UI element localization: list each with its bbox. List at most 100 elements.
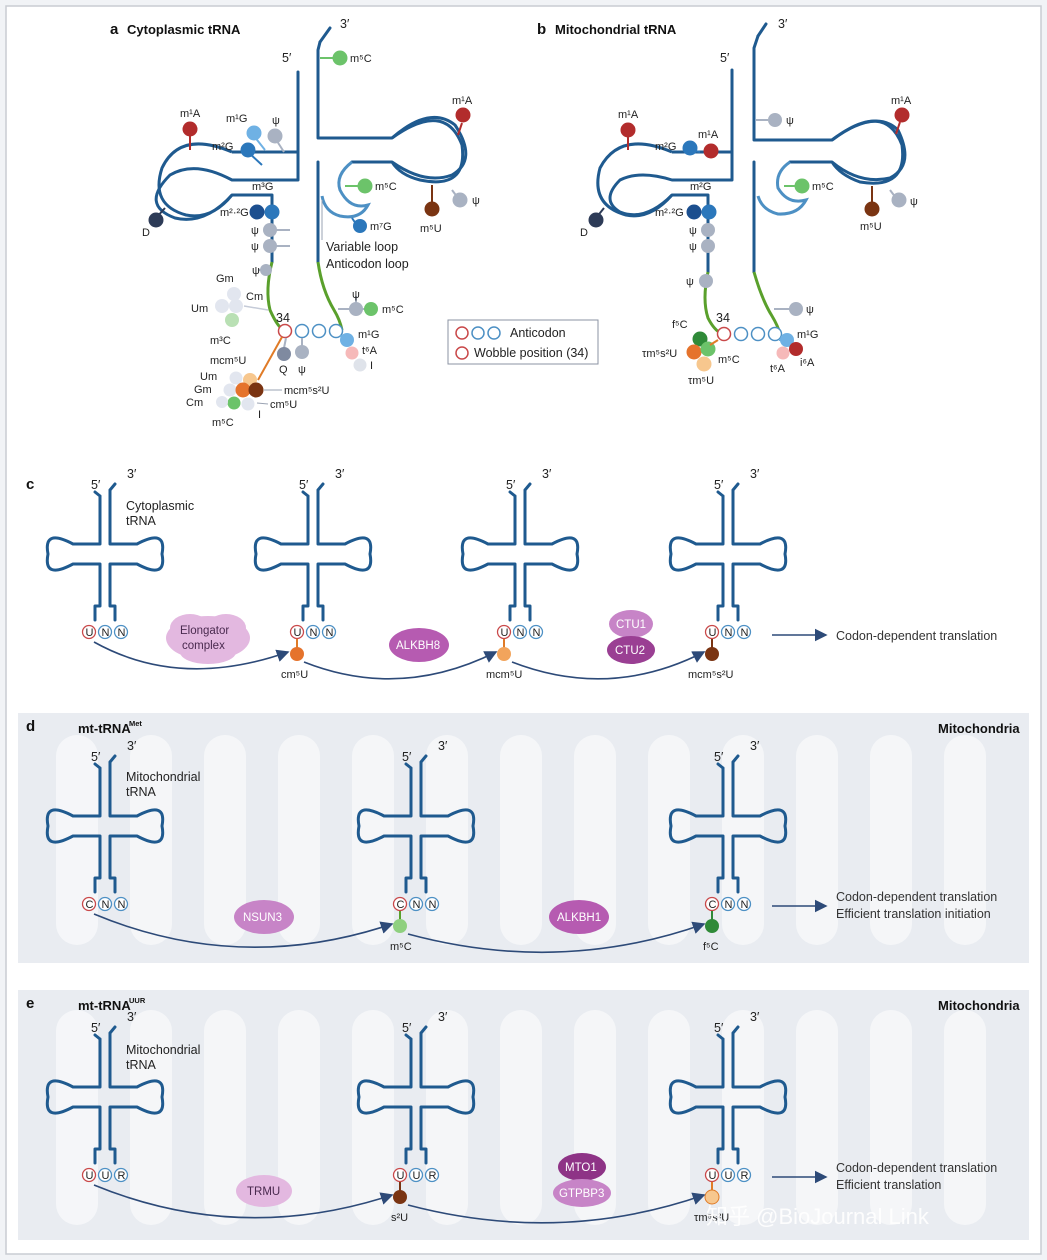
mod-b-psi-right: [789, 302, 803, 316]
svg-text:3′: 3′: [335, 467, 345, 481]
anticodon-loop-label: Anticodon loop: [326, 257, 409, 271]
panel-a-variable-loop: [320, 160, 371, 219]
mod-b-m2G-stem: [701, 204, 717, 220]
svg-text:m¹A: m¹A: [891, 95, 912, 107]
alkbh8-enzyme: ALKBH8: [389, 628, 449, 662]
svg-text:3′: 3′: [127, 1010, 137, 1024]
svg-text:ψ: ψ: [806, 304, 814, 316]
svg-text:m⁵C: m⁵C: [718, 354, 740, 366]
cristae-background-d: [56, 735, 986, 945]
svg-text:mcm⁵s²U: mcm⁵s²U: [688, 669, 734, 681]
svg-text:f⁵C: f⁵C: [672, 319, 688, 331]
mod-b-t6A: [776, 346, 790, 360]
mod-m3G: [264, 204, 280, 220]
mod-m1A-dloop: [182, 121, 198, 137]
svg-text:m⁵U: m⁵U: [860, 221, 882, 233]
svg-text:N: N: [725, 899, 733, 911]
trna-d-1: 5′ 3′: [45, 739, 165, 894]
svg-text:cm⁵U: cm⁵U: [270, 399, 297, 411]
svg-text:mcm⁵U: mcm⁵U: [210, 355, 246, 367]
panel-a-letter: a: [110, 21, 119, 38]
arrow-d-2: [407, 921, 706, 954]
svg-text:3′: 3′: [750, 467, 760, 481]
svg-text:Elongator: Elongator: [180, 625, 229, 637]
svg-text:U: U: [725, 1170, 733, 1182]
svg-text:C: C: [86, 899, 94, 911]
mod-b-m1A-tloop: [894, 107, 910, 123]
svg-text:m¹A: m¹A: [698, 129, 719, 141]
trna-d-2: 5′ 3′: [356, 739, 476, 894]
panel-e-letter: e: [26, 995, 34, 1012]
svg-text:ψ: ψ: [251, 225, 259, 237]
svg-text:N: N: [533, 627, 541, 639]
svg-text:N: N: [413, 899, 421, 911]
mod-Gm-faded: [227, 287, 241, 301]
svg-text:3′: 3′: [542, 467, 552, 481]
svg-text:m³C: m³C: [210, 335, 231, 347]
svg-text:m⁵C: m⁵C: [350, 53, 372, 65]
panel-b-letter: b: [537, 21, 546, 38]
svg-text:N: N: [102, 899, 110, 911]
cristae-background-e: [56, 1010, 986, 1225]
legend: Anticodon Wobble position (34): [447, 319, 599, 365]
svg-text:ψ: ψ: [252, 265, 260, 277]
mod-Q: [277, 347, 291, 361]
svg-text:ψ: ψ: [472, 195, 480, 207]
svg-text:Um: Um: [200, 371, 217, 383]
svg-text:tRNA: tRNA: [126, 514, 157, 528]
mod-b-m1A-dloop: [620, 122, 636, 138]
mod-b-psi2: [701, 239, 715, 253]
panel-b-anticodon-circle: [750, 326, 766, 342]
mod-b-f5C: [692, 331, 708, 347]
svg-text:τm⁵s²U: τm⁵s²U: [642, 348, 677, 360]
svg-text:N: N: [741, 899, 749, 911]
svg-text:ψ: ψ: [910, 196, 918, 208]
svg-text:Gm: Gm: [216, 273, 234, 285]
svg-text:m⁵U: m⁵U: [420, 223, 442, 235]
mod-psi-ac: [260, 264, 272, 276]
codon-c: U N N U N N cm⁵U U N N mcm⁵U U: [81, 624, 752, 681]
svg-text:m⁵C: m⁵C: [812, 181, 834, 193]
svg-text:ψ: ψ: [352, 289, 360, 301]
trna-c-4: 5′ 3′: [668, 467, 788, 622]
svg-text:5′: 5′: [714, 1021, 724, 1035]
svg-text:m⁷G: m⁷G: [370, 221, 392, 233]
legend-wobble: Wobble position (34): [474, 346, 588, 360]
panel-b-anticodon-circle: [733, 326, 749, 342]
svg-text:m²·²G: m²·²G: [655, 207, 684, 219]
mod-m7G: [353, 219, 367, 233]
svg-text:MTO1: MTO1: [565, 1162, 597, 1174]
mod-b-m22G: [686, 204, 702, 220]
mod-m3C-faded: [225, 313, 239, 327]
svg-text:ψ: ψ: [689, 225, 697, 237]
svg-text:5′: 5′: [714, 750, 724, 764]
arrow-e-2: [407, 1192, 706, 1224]
svg-text:Q: Q: [279, 364, 288, 376]
ctu-enzymes: CTU1 CTU2: [607, 610, 655, 664]
mod-psi-q: [295, 345, 309, 359]
mod-b-psi1: [701, 223, 715, 237]
mod-b-m5C: [700, 341, 716, 357]
svg-text:N: N: [102, 627, 110, 639]
panel-a: a Cytoplasmic tRNA 3′ 5′ 34 m⁵C m¹A m¹: [110, 17, 480, 429]
mod-m1A-tloop: [455, 107, 471, 123]
mod-b-m2G: [682, 140, 698, 156]
svg-text:t⁶A: t⁶A: [362, 345, 378, 357]
svg-text:5′: 5′: [506, 478, 516, 492]
svg-text:Met: Met: [129, 719, 142, 728]
mod-psi-tloop: [452, 192, 468, 208]
mod-t6A: [345, 346, 359, 360]
panel-b: b Mitochondrial tRNA 3′ 5′ 34 ψ m¹A m²G …: [537, 17, 918, 387]
svg-text:m²·²G: m²·²G: [220, 207, 249, 219]
svg-text:N: N: [429, 899, 437, 911]
svg-text:TRMU: TRMU: [247, 1186, 280, 1198]
svg-text:3′: 3′: [778, 17, 788, 31]
mod-m5U: [424, 201, 440, 217]
mod-mcm5U: [235, 382, 251, 398]
mod-b-m1A-d2: [703, 143, 719, 159]
mod-b-tm5s2U: [686, 344, 702, 360]
arrow-d-1: [93, 913, 394, 949]
svg-text:ψ: ψ: [786, 115, 794, 127]
svg-text:5′: 5′: [402, 1021, 412, 1035]
arrow-c-1: [93, 641, 290, 670]
